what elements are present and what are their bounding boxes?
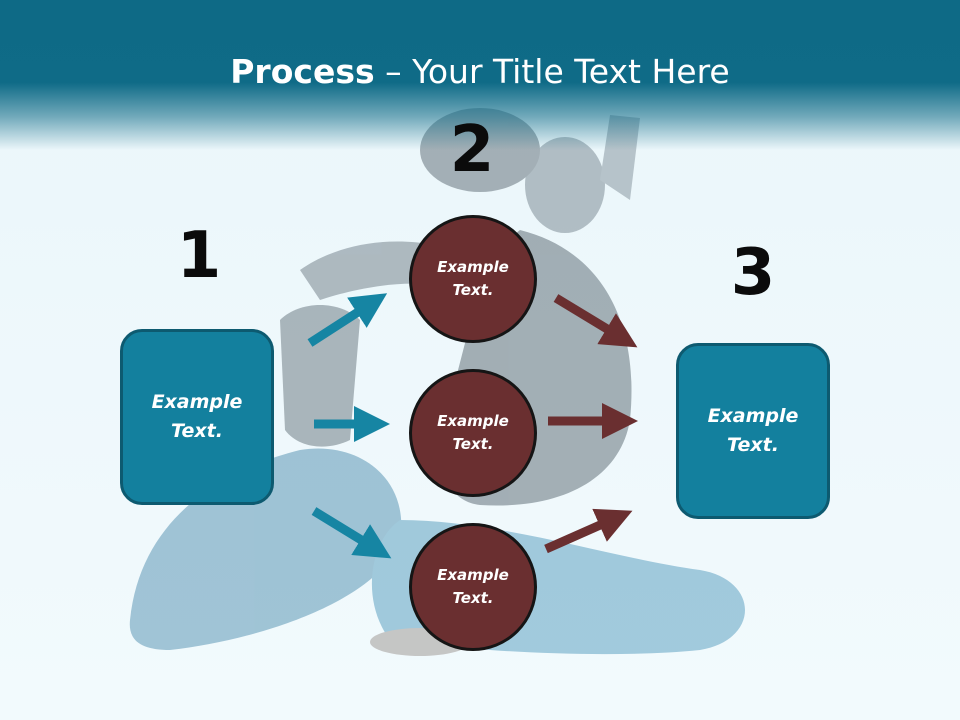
- left-box-line1: Example: [151, 391, 243, 413]
- arrow-right-up-icon: [544, 508, 633, 554]
- left-box-line2: Text.: [171, 420, 223, 442]
- right-box-text: Example Text.: [708, 402, 799, 460]
- right-box-line2: Text.: [727, 434, 779, 456]
- arrow-right-down-icon: [311, 507, 392, 559]
- title-bold: Process: [230, 52, 375, 91]
- left-box-text: Example Text.: [152, 388, 243, 446]
- process-circle-top[interactable]: Example Text.: [409, 215, 537, 343]
- circle-bottom-text: Example Text.: [437, 564, 509, 610]
- circle-top-line1: Example: [437, 258, 509, 276]
- circle-bottom-line2: Text.: [452, 589, 494, 607]
- header-band: [0, 0, 960, 150]
- right-step-box[interactable]: Example Text.: [676, 343, 830, 519]
- slide-title: Process – Your Title Text Here: [0, 52, 960, 91]
- step-number-1: 1: [176, 219, 222, 293]
- left-step-box[interactable]: Example Text.: [120, 329, 274, 505]
- circle-top-text: Example Text.: [437, 256, 509, 302]
- circle-middle-text: Example Text.: [437, 410, 509, 456]
- title-rest: – Your Title Text Here: [374, 52, 730, 91]
- process-circle-bottom[interactable]: Example Text.: [409, 523, 537, 651]
- circle-bottom-line1: Example: [437, 566, 509, 584]
- step-number-2: 2: [449, 113, 495, 187]
- right-box-line1: Example: [707, 405, 799, 427]
- arrow-right-down-icon: [553, 294, 638, 348]
- arrow-right-up-icon: [307, 293, 388, 347]
- circle-middle-line1: Example: [437, 412, 509, 430]
- process-circle-middle[interactable]: Example Text.: [409, 369, 537, 497]
- step-number-3: 3: [730, 236, 776, 310]
- circle-top-line2: Text.: [452, 281, 494, 299]
- circle-middle-line2: Text.: [452, 435, 494, 453]
